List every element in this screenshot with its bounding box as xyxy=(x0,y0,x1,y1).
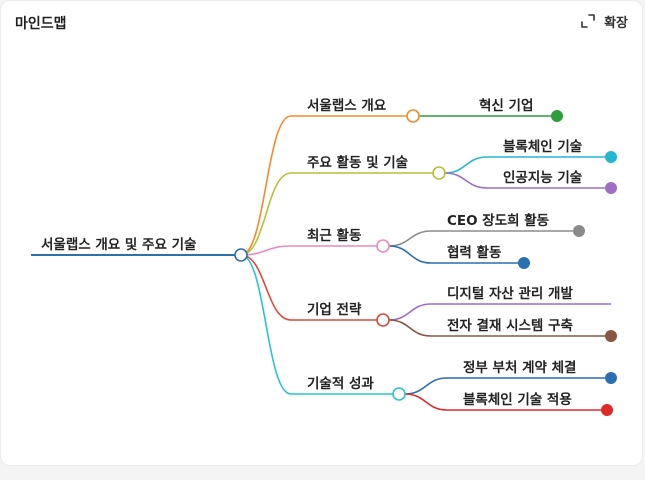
child-edge xyxy=(404,377,448,395)
child-edge xyxy=(388,303,432,321)
leaf-dot[interactable] xyxy=(573,225,585,237)
page-title: 마인드맵 xyxy=(15,16,67,32)
child-label: 블록체인 기술 xyxy=(503,138,582,155)
child-label: CEO 장도희 활동 xyxy=(447,212,549,229)
branch-edge xyxy=(240,254,292,395)
branch-label: 기술적 성과 xyxy=(307,375,374,392)
branch-label: 기업 전략 xyxy=(307,301,362,318)
child-label: 정부 부처 계약 체결 xyxy=(463,359,576,376)
branch-label: 서울랩스 개요 xyxy=(307,97,387,114)
child-label: 협력 활동 xyxy=(447,244,501,261)
child-edge xyxy=(444,172,488,189)
child-edge xyxy=(388,319,432,337)
branch-label: 주요 활동 및 기술 xyxy=(307,154,408,171)
leaf-dot[interactable] xyxy=(605,151,617,163)
branch-toggle-node[interactable] xyxy=(376,239,390,253)
branch-edge xyxy=(240,172,292,256)
branch-label: 최근 활동 xyxy=(307,227,361,244)
root-toggle-node[interactable] xyxy=(234,248,248,262)
leaf-dot[interactable] xyxy=(551,110,563,122)
leaf-dot[interactable] xyxy=(518,257,530,269)
mindmap-edges xyxy=(31,115,611,411)
child-label: 혁신 기업 xyxy=(479,97,533,114)
expand-button[interactable]: 확장 xyxy=(578,11,628,31)
child-edge xyxy=(444,156,488,174)
child-label: 블록체인 기술 적용 xyxy=(463,391,572,408)
root-label: 서울랩스 개요 및 주요 기술 xyxy=(41,236,196,253)
branch-toggle-node[interactable] xyxy=(376,313,390,327)
leaf-dot[interactable] xyxy=(605,182,617,194)
child-edge xyxy=(388,245,432,264)
child-edge xyxy=(388,230,432,247)
branch-toggle-node[interactable] xyxy=(432,166,446,180)
leaf-dot[interactable] xyxy=(605,372,617,384)
branch-toggle-node[interactable] xyxy=(392,387,406,401)
leaf-dot[interactable] xyxy=(601,404,613,416)
leaf-dot[interactable] xyxy=(605,330,617,342)
branch-edge xyxy=(240,254,292,321)
expand-label: 확장 xyxy=(604,15,628,31)
child-label: 디지털 자산 관리 개발 xyxy=(447,285,573,302)
branch-edge xyxy=(240,115,292,256)
child-label: 인공지능 기술 xyxy=(503,169,582,186)
branch-toggle-node[interactable] xyxy=(406,109,420,123)
mindmap-nodes xyxy=(234,109,617,416)
child-edge xyxy=(404,393,448,411)
expand-icon xyxy=(578,11,598,31)
child-label: 전자 결재 시스템 구축 xyxy=(447,317,573,334)
